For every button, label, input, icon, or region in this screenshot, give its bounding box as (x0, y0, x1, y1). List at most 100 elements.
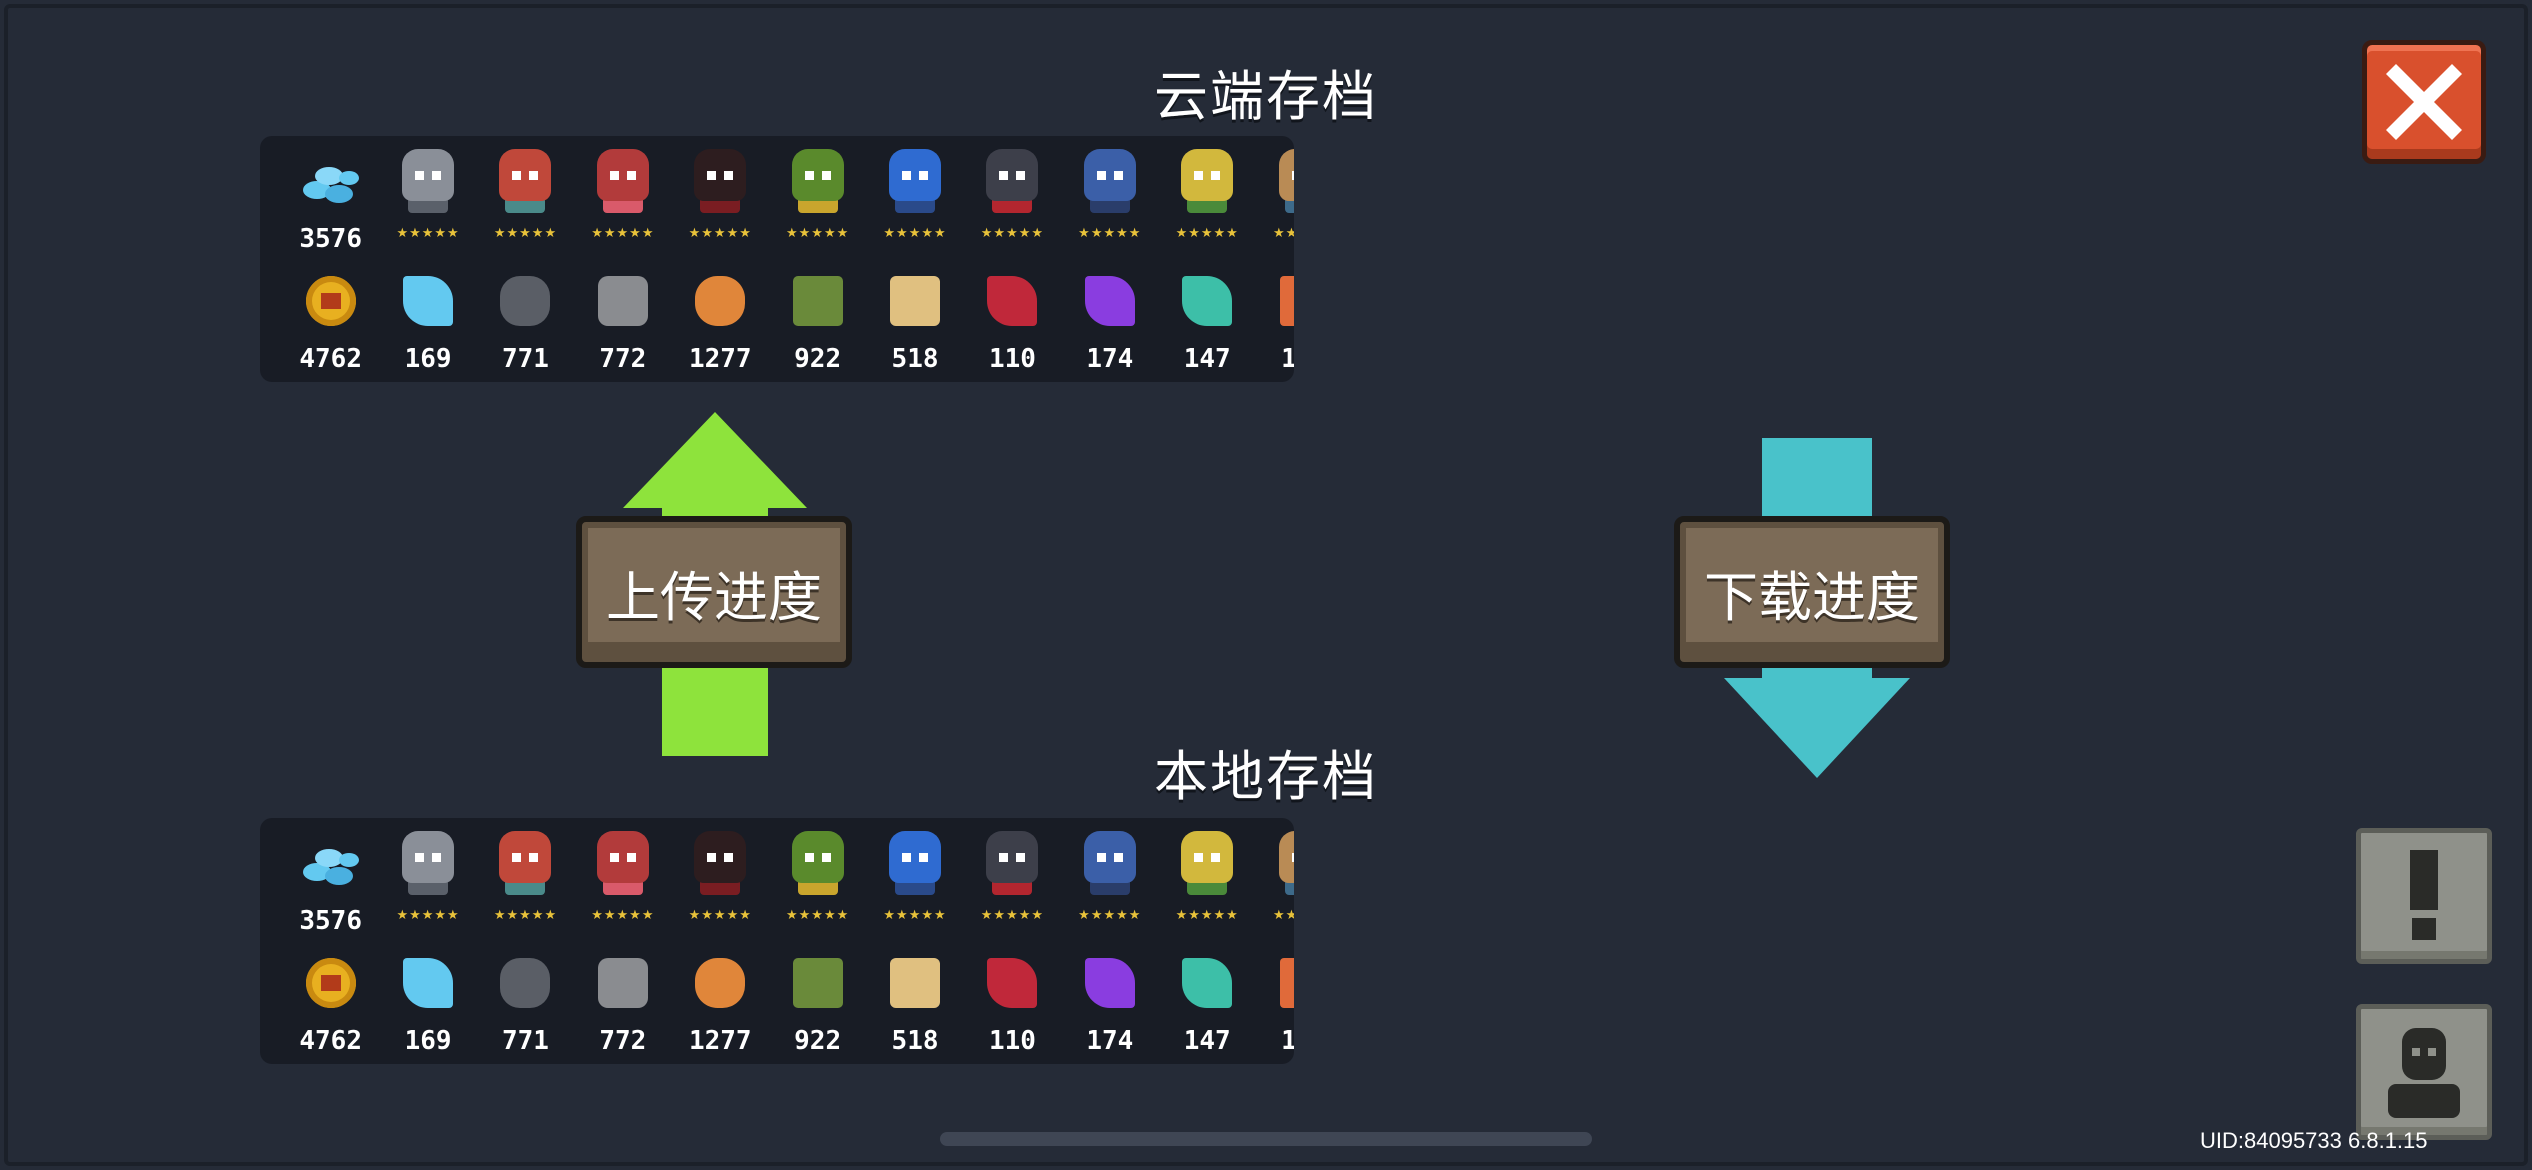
purple-crystal-icon (1073, 946, 1147, 1020)
character-stars: ★★★★★ (1078, 908, 1142, 923)
material-slot: 1277 (672, 938, 769, 1056)
paladin-icon (1073, 826, 1147, 900)
local-save-title: 本地存档 (1154, 745, 1378, 808)
character-slot: ★★★★★ (769, 818, 866, 924)
character-stars: ★★★★★ (1272, 908, 1294, 923)
download-progress-label: 下载进度 (1704, 565, 1920, 629)
red-crystal-icon (975, 264, 1049, 338)
wizard-icon (586, 826, 660, 900)
cloud-material-row: 4762169771772127792251811017414712821821… (282, 256, 1294, 376)
close-icon (2386, 64, 2462, 140)
character-slot: ★★★★★ (477, 136, 574, 242)
material-slot: 4762 (282, 938, 379, 1056)
engineer-icon (878, 826, 952, 900)
exclamation-icon (2410, 850, 2438, 940)
green-crystal-icon (1170, 946, 1244, 1020)
character-slot: ★★★★★ (1256, 818, 1294, 924)
character-slot: ★★★★★ (769, 136, 866, 242)
copper-ore-icon (683, 264, 757, 338)
character-stars: ★★★★★ (591, 226, 655, 241)
alchemist-icon (781, 144, 855, 218)
character-slot: ★★★★★ (1159, 136, 1256, 242)
material-value: 169 (404, 344, 452, 374)
home-indicator[interactable] (940, 1132, 1592, 1146)
user-silhouette-icon (2388, 1028, 2460, 1118)
character-stars: ★★★★★ (688, 908, 752, 923)
character-slot: ★★★★★ (964, 136, 1061, 242)
material-value: 147 (1183, 344, 1231, 374)
chip-icon (1268, 946, 1294, 1020)
gem-icon (294, 144, 368, 218)
material-slot: 169 (379, 938, 476, 1056)
material-value: 1277 (688, 1026, 752, 1056)
local-save-panel[interactable]: 3576★★★★★★★★★★★★★★★★★★★★★★★★★★★★★★★★★★★★… (260, 818, 1294, 1064)
gem-count: 3576 (282, 136, 379, 254)
material-value: 771 (501, 344, 549, 374)
character-slot: ★★★★★ (672, 136, 769, 242)
material-value: 772 (599, 1026, 647, 1056)
knight-icon (391, 144, 465, 218)
character-slot: ★★★★★ (1061, 136, 1158, 242)
material-slot: 772 (574, 256, 671, 374)
gold-coin-icon (294, 946, 368, 1020)
material-value: 4762 (299, 344, 362, 374)
wood-icon (878, 264, 952, 338)
wizard-icon (586, 144, 660, 218)
material-value: 110 (988, 344, 1036, 374)
material-value: 922 (794, 344, 842, 374)
material-value: 128 (1281, 1026, 1294, 1056)
gem-icon (294, 826, 368, 900)
character-stars: ★★★★★ (493, 226, 558, 241)
werewolf-icon (1268, 144, 1294, 218)
material-value: 174 (1086, 1026, 1134, 1056)
elf-icon (1170, 826, 1244, 900)
material-value: 922 (794, 1026, 842, 1056)
gear-icon (586, 264, 660, 338)
material-slot: 771 (477, 938, 574, 1056)
rogue-icon (488, 826, 562, 900)
upload-progress-button[interactable]: 上传进度 (576, 516, 852, 668)
paladin-icon (1073, 144, 1147, 218)
account-button[interactable] (2356, 1004, 2492, 1140)
upload-progress-label: 上传进度 (606, 565, 822, 629)
ice-crystal-icon (391, 264, 465, 338)
cloud-save-panel[interactable]: 3576 ★★★★★ ★★★★★ ★★★★★ ★★★★★ ★★★★★ ★★★★★ ★★★★★ ★… (260, 136, 1294, 382)
material-value: 518 (891, 344, 939, 374)
material-slot: 1277 (672, 256, 769, 374)
material-slot: 147 (1159, 256, 1256, 374)
material-value: 128 (1281, 344, 1294, 374)
character-stars: ★★★★★ (786, 908, 850, 923)
character-stars: ★★★★★ (980, 908, 1045, 923)
character-stars: ★★★★★ (786, 226, 850, 241)
character-slot: ★★★★★ (672, 818, 769, 924)
knight-icon (391, 826, 465, 900)
elf-icon (1170, 144, 1244, 218)
character-slot: ★★★★★ (574, 818, 671, 924)
character-stars: ★★★★★ (1078, 226, 1142, 241)
character-stars: ★★★★★ (1175, 908, 1239, 923)
copper-ore-icon (683, 946, 757, 1020)
character-stars: ★★★★★ (1272, 226, 1294, 241)
material-slot: 922 (769, 256, 866, 374)
material-value: 518 (891, 1026, 939, 1056)
cloud-save-title: 云端存档 (1154, 65, 1378, 128)
download-progress-button[interactable]: 下载进度 (1674, 516, 1950, 668)
rogue-icon (488, 144, 562, 218)
gear-icon (586, 946, 660, 1020)
notice-button[interactable] (2356, 828, 2492, 964)
character-slot: ★★★★★ (866, 818, 963, 924)
material-value: 1277 (688, 344, 752, 374)
material-value: 110 (988, 1026, 1036, 1056)
uid-version-label: UID:84095733 6.8.1.15 (2200, 1128, 2428, 1153)
local-material-row: 4762169771772127792251811017414712821821… (282, 938, 1294, 1058)
werewolf-icon (1268, 826, 1294, 900)
material-value: 169 (404, 1026, 452, 1056)
green-crystal-icon (1170, 264, 1244, 338)
assassin-icon (683, 826, 757, 900)
material-slot: 4762 (282, 256, 379, 374)
character-slot: ★★★★★ (1061, 818, 1158, 924)
assassin-icon (683, 144, 757, 218)
character-stars: ★★★★★ (980, 226, 1045, 241)
close-button[interactable] (2362, 40, 2486, 164)
ore-icon (488, 946, 562, 1020)
